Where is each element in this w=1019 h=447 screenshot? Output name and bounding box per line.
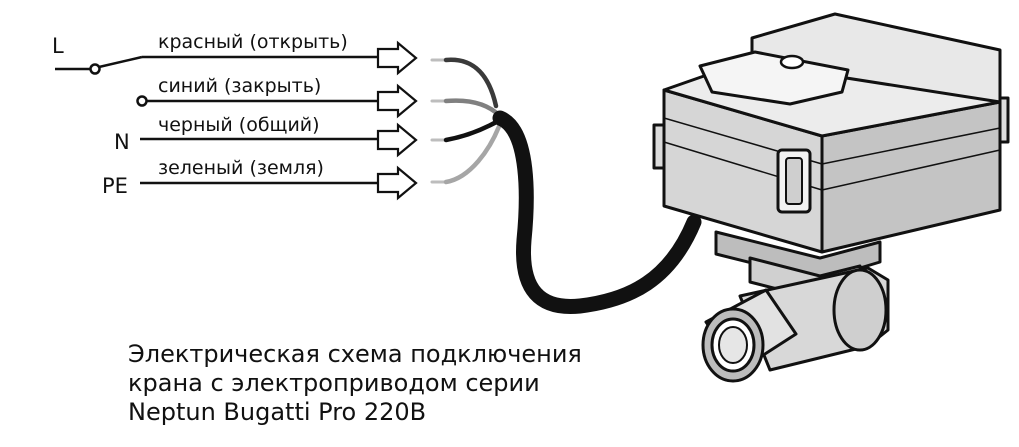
wire-label-red: красный (открыть) — [158, 31, 348, 53]
wire-label-black: черный (общий) — [158, 114, 320, 136]
ball-valve — [701, 266, 890, 383]
wire-label-blue: синий (закрыть) — [158, 75, 321, 97]
connector-arrow-3 — [376, 122, 418, 158]
terminal-pe-label: PE — [102, 174, 128, 198]
caption-line-1: Электрическая схема подключения — [128, 340, 582, 368]
wire-label-green: зеленый (земля) — [158, 157, 324, 179]
connector-arrow-2 — [376, 83, 418, 119]
wire-green — [443, 121, 503, 185]
wire-blue — [443, 98, 503, 119]
terminal-l-label: L — [52, 34, 64, 58]
diagram-caption: Электрическая схема подключения крана с … — [128, 340, 688, 427]
caption-line-2: крана с электроприводом серии — [128, 369, 540, 397]
caption-line-3: Neptun Bugatti Pro 220В — [128, 398, 427, 426]
main-cable — [492, 110, 702, 314]
switch — [55, 55, 380, 185]
connector-arrow-1 — [376, 40, 418, 76]
connector-arrow-4 — [376, 165, 418, 201]
actuator — [652, 12, 1010, 302]
wire-red — [443, 57, 499, 109]
terminal-n-label: N — [114, 130, 130, 154]
